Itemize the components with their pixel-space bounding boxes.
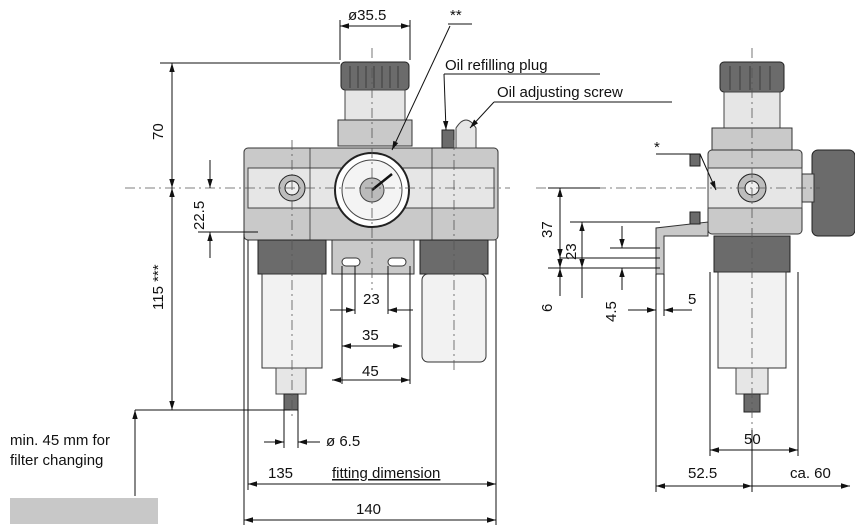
label-oil-adjusting-screw: Oil adjusting screw bbox=[497, 84, 623, 101]
dim-bracket-45: 45 bbox=[362, 363, 379, 380]
side-gauge bbox=[811, 149, 855, 237]
side-bracket bbox=[655, 221, 709, 275]
dim-overall-width: 140 bbox=[356, 501, 381, 518]
dim-fitting-label: fitting dimension bbox=[332, 465, 440, 482]
dim-height-port: 22.5 bbox=[191, 201, 208, 230]
dim-side-5: 5 bbox=[688, 291, 696, 308]
dim-drain-diameter: ø 6.5 bbox=[326, 433, 360, 450]
dim-bracket-23: 23 bbox=[363, 291, 380, 308]
pressure-gauge bbox=[334, 152, 410, 228]
dim-side-4-5: 4.5 bbox=[603, 301, 620, 322]
note-filter-line2: filter changing bbox=[10, 452, 103, 469]
dim-diameter-regulator: ø35.5 bbox=[348, 7, 386, 24]
note-filter-line1: min. 45 mm for bbox=[10, 432, 110, 449]
dim-side-ca60: ca. 60 bbox=[790, 465, 831, 482]
label-oil-refilling-plug: Oil refilling plug bbox=[445, 57, 548, 74]
side-dimensions: * 37 23 6 4.5 5 50 bbox=[539, 139, 850, 492]
front-dimensions: ø35.5 ** Oil refilling plug Oil adjustin… bbox=[10, 7, 672, 525]
dim-side-23: 23 bbox=[563, 243, 580, 260]
floor-surface bbox=[10, 498, 158, 524]
dim-height-top: 70 bbox=[150, 123, 167, 140]
regulator-knob bbox=[337, 61, 413, 147]
mounting-bracket bbox=[331, 239, 415, 275]
dim-side-37: 37 bbox=[539, 221, 556, 238]
oil-refill-plug bbox=[441, 129, 455, 149]
dim-bracket-35: 35 bbox=[362, 327, 379, 344]
callout-single-star: * bbox=[654, 139, 660, 156]
dim-height-lower: 115 *** bbox=[150, 264, 167, 310]
dim-fitting-value: 135 bbox=[268, 465, 293, 482]
front-view bbox=[125, 48, 510, 418]
side-view bbox=[536, 48, 855, 430]
dim-side-52-5: 52.5 bbox=[688, 465, 717, 482]
callout-double-star: ** bbox=[450, 7, 462, 24]
dim-side-6: 6 bbox=[539, 304, 556, 312]
